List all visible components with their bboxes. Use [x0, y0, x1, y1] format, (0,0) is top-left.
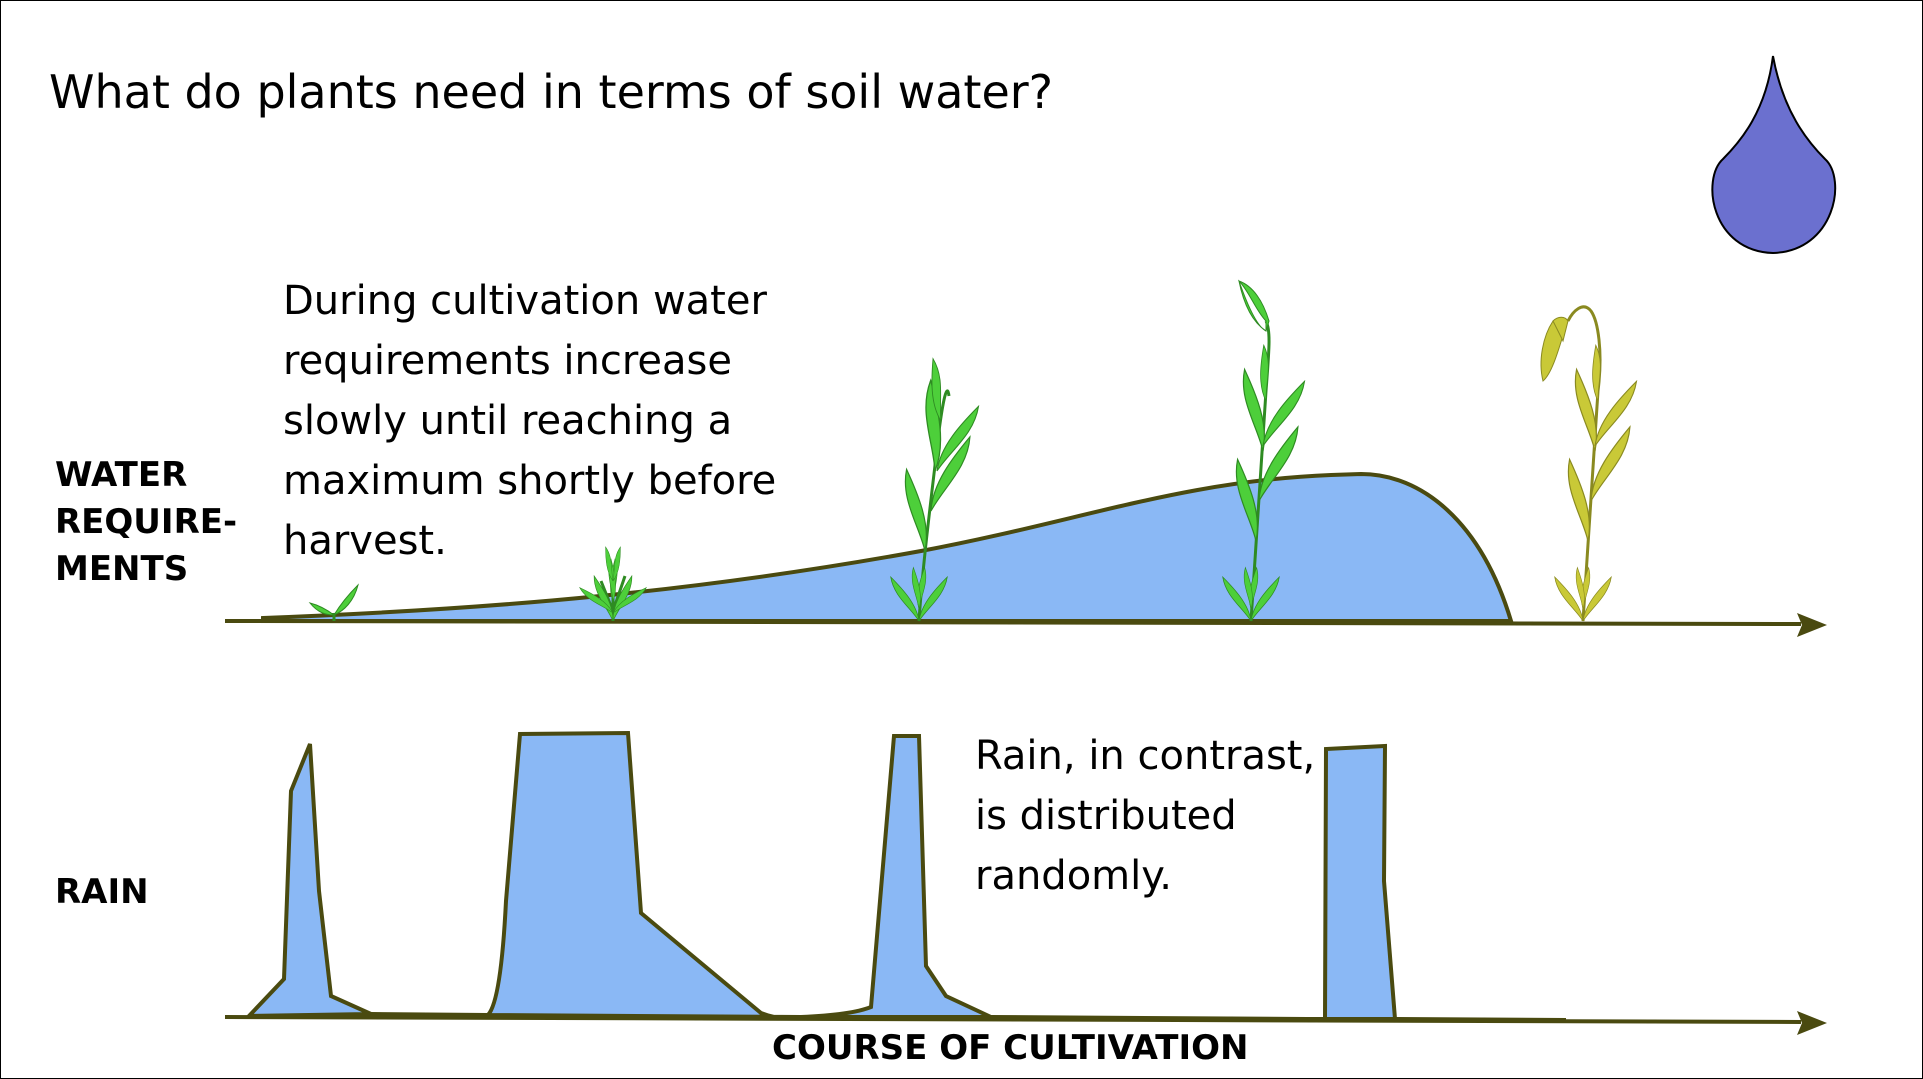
plant-ripe [1539, 305, 1655, 622]
rain-description: Rain, in contrast, is distributed random… [975, 726, 1315, 906]
rain-event-2 [483, 730, 802, 1021]
rain-event-4 [1307, 743, 1398, 1021]
description-line: is distributed [975, 793, 1237, 839]
label-line: REQUIRE- [55, 502, 238, 542]
description-line: Rain, in contrast, [975, 733, 1316, 779]
description-line: requirements increase [283, 338, 732, 384]
description-line: slowly until reaching a [283, 398, 733, 444]
water-requirements-description: During cultivation water requirements in… [283, 271, 776, 571]
rain-event-1 [244, 743, 372, 1019]
label-line: WATER [55, 455, 188, 495]
rain-event-3 [800, 734, 992, 1019]
description-line: harvest. [283, 518, 447, 564]
description-line: During cultivation water [283, 278, 767, 324]
description-line: maximum shortly before [283, 458, 777, 504]
rain-label: RAIN [55, 872, 149, 912]
plant-flowering [1207, 279, 1323, 622]
x-axis-label: COURSE OF CULTIVATION [772, 1028, 1249, 1068]
plant-growing [876, 358, 997, 622]
water-requirements-label: WATER REQUIRE- MENTS [55, 452, 237, 593]
water-axis-arrow [224, 613, 1827, 637]
plant-sprout [308, 583, 359, 621]
plant-young [576, 546, 650, 622]
page-title: What do plants need in terms of soil wat… [49, 65, 1054, 119]
water-drop-icon [1711, 55, 1837, 255]
description-line: randomly. [975, 853, 1172, 899]
time-axis-arrow [224, 1011, 1827, 1035]
water-requirement-curve [261, 471, 1514, 623]
label-line: MENTS [55, 549, 189, 589]
